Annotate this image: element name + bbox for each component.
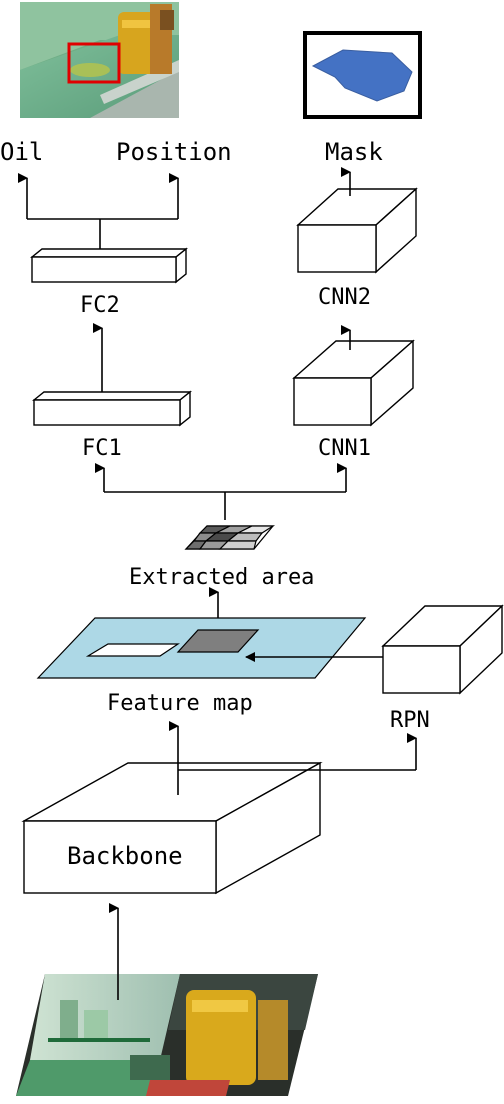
fc2-label: FC2 — [80, 293, 120, 318]
feature-map — [36, 617, 367, 679]
roi-empty — [85, 643, 180, 657]
extracted-area-label: Extracted area — [129, 565, 314, 590]
mask-output — [303, 31, 422, 119]
mask-label: Mask — [325, 138, 383, 166]
backbone-output-arrows — [169, 721, 417, 795]
rpn-label: RPN — [390, 708, 430, 733]
oil-detection-box — [67, 42, 121, 84]
backbone-label: Backbone — [67, 842, 183, 870]
feature-map-label: Feature map — [107, 691, 253, 716]
fc1-label: FC1 — [82, 436, 122, 461]
cnn2-block — [296, 187, 418, 274]
cnn1-label: CNN1 — [318, 436, 371, 461]
extracted-area-arrows — [95, 463, 347, 520]
fc1-layer — [32, 390, 192, 427]
fc2-layer — [30, 247, 188, 284]
input-plant-photo — [16, 974, 318, 1096]
rpn-block — [381, 604, 504, 695]
cnn2-label: CNN2 — [318, 285, 371, 310]
position-label: Position — [116, 138, 232, 166]
mask-shape — [311, 49, 413, 102]
detection-result-photo — [20, 2, 179, 118]
fc2-output-arrows — [18, 173, 179, 250]
roi-selected — [176, 629, 260, 653]
oil-label: Oil — [0, 138, 43, 166]
extracted-area-grid — [184, 525, 276, 550]
cnn1-block — [292, 339, 415, 427]
backbone-block — [21, 761, 323, 895]
